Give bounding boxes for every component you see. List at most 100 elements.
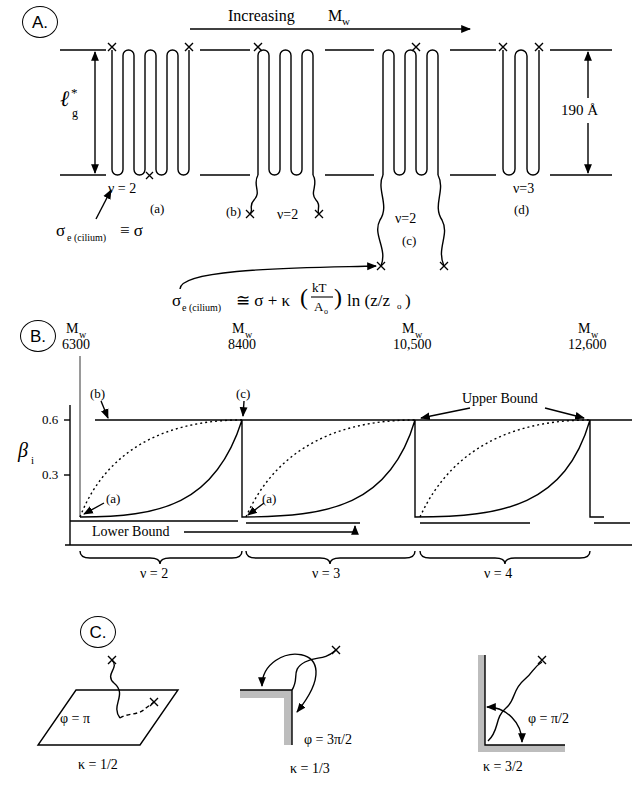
figure-label: ln (z/z <box>347 292 390 309</box>
figure-label: Lower Bound <box>92 525 169 539</box>
chain-end-cross <box>146 172 448 270</box>
figure-label: 6300 <box>62 338 90 352</box>
figure-label: 0.6 <box>42 413 58 426</box>
figure-label: 0.3 <box>42 468 58 481</box>
folded-chain <box>383 50 438 175</box>
edge-surface <box>240 690 292 745</box>
figure-label: β <box>18 440 28 460</box>
figure-label: o <box>397 302 402 311</box>
figure-label: M <box>232 322 244 336</box>
figure-label: κ = 3/2 <box>483 760 523 774</box>
figure-label: (a) <box>150 202 164 215</box>
adsorbed-chain <box>488 662 542 741</box>
angle-arc <box>262 654 316 712</box>
figure-label: ) <box>334 285 342 309</box>
figure-label: o <box>324 308 328 316</box>
panel-letter: B. <box>30 328 46 345</box>
figure-label: ) <box>405 292 411 309</box>
figure-label: (a) <box>262 492 276 505</box>
folded-chains <box>108 43 543 175</box>
dimension-arrow <box>587 123 588 173</box>
figure-label: ν = 2 <box>140 567 168 581</box>
figure-label: Upper Bound <box>462 392 538 406</box>
figure-label: φ = 3π/2 <box>304 733 352 747</box>
figure-label: M <box>402 322 414 336</box>
cilium <box>378 175 384 266</box>
chain-end-cross <box>535 43 543 51</box>
figure-label: 12,600 <box>568 338 607 352</box>
figure-label: w <box>342 16 350 27</box>
figure-label: M <box>578 322 590 336</box>
panel-letter-circle: C. <box>80 616 116 648</box>
chain-end-cross <box>185 43 193 51</box>
figure-label: (b) <box>90 387 105 400</box>
figure-label: 10,500 <box>393 338 432 352</box>
figure-label: σ <box>172 292 181 309</box>
figure-label: κ = 1/3 <box>290 762 330 776</box>
cilium <box>313 175 319 214</box>
figure-label: ( <box>300 285 308 309</box>
lower-bound-lines <box>70 521 630 523</box>
figure-label: ν = 3 <box>312 567 340 581</box>
figure-label: (b) <box>226 205 241 218</box>
figure-label: 8400 <box>228 338 256 352</box>
fraction-bar <box>311 296 333 297</box>
figure-label: ν = 2 <box>108 182 136 196</box>
chain-end-cross <box>412 43 420 51</box>
figure-label: ν = 4 <box>484 567 512 581</box>
leader-arrow <box>180 266 376 289</box>
panel-letter: A. <box>32 14 48 31</box>
figure-label: 190 Å <box>561 103 598 118</box>
figure-label: * <box>71 86 78 99</box>
figure-label: M <box>328 8 342 24</box>
folded-chain <box>112 50 189 175</box>
figure-label: σ <box>56 222 65 239</box>
figure-label: kT <box>312 281 326 294</box>
figure-label: (a) <box>106 492 120 505</box>
upper-bound-line <box>95 419 632 420</box>
figure-label: ℓ <box>60 88 69 110</box>
panel-letter: C. <box>90 624 107 641</box>
figure-label: (c) <box>236 387 250 400</box>
figure-label: Increasing <box>228 8 295 24</box>
figure-label: ν=2 <box>277 208 298 222</box>
angle-arc <box>487 707 522 742</box>
figure-label: ≡ σ <box>120 222 143 239</box>
panel-letter-circle: A. <box>22 6 58 38</box>
figure-label: A <box>314 300 323 313</box>
figure-label: φ = π <box>60 712 90 726</box>
chain-end-cross <box>499 43 507 51</box>
shaded-solid <box>478 655 565 752</box>
shaded-solid <box>240 690 292 745</box>
figure-label: i <box>31 455 34 466</box>
panel-letter-circle: B. <box>20 320 56 352</box>
figure-label: e (cilium) <box>182 303 221 313</box>
dimension-arrow <box>94 52 95 173</box>
increasing-arrow <box>190 28 470 29</box>
cilium <box>438 175 445 266</box>
figure-label: ν=3 <box>513 182 534 196</box>
figure-label: (d) <box>514 203 529 216</box>
baseline <box>65 544 632 545</box>
figure-label: φ = π/2 <box>528 712 569 726</box>
figure-label: ≅ σ + κ <box>236 292 290 309</box>
adsorbed-chain <box>111 660 120 718</box>
dotted-curve <box>80 420 590 517</box>
cilium <box>250 175 258 214</box>
folded-chain <box>503 50 539 175</box>
plane <box>38 690 178 745</box>
dimension-arrow <box>587 52 588 98</box>
figure-label: (c) <box>402 234 416 247</box>
folded-chain <box>258 50 313 175</box>
reference-lines <box>60 50 612 175</box>
beta-curve <box>80 420 604 517</box>
figure-label: ν=2 <box>395 212 416 226</box>
corner-surface <box>485 655 565 745</box>
chain-end-cross <box>254 43 262 51</box>
chain-end-cross <box>108 43 116 51</box>
figure-label: g <box>72 107 78 119</box>
figure-label: M <box>66 322 78 336</box>
nu-brace <box>80 551 590 564</box>
figure-label: κ = 1/2 <box>78 758 118 772</box>
